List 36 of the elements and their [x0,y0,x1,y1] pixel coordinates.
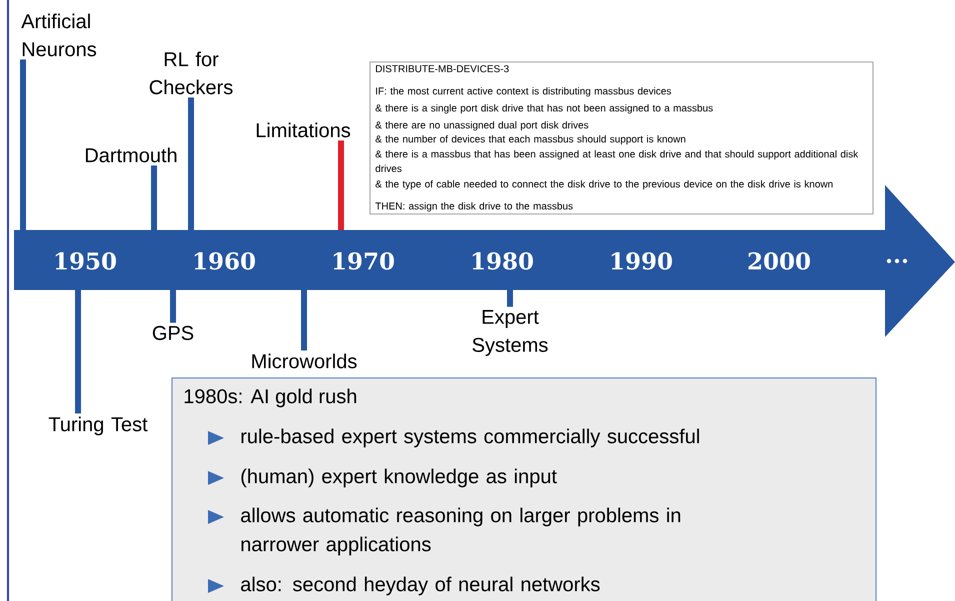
event-label: Microworlds [252,354,357,368]
event-label: GPS [152,326,194,340]
rule-line: & the number of devices that each massbus should support is known [376,135,686,144]
rule-line: & the type of cable needed to connect the disk drive to the previous device on the disk drive is known [376,180,832,190]
rule-line: & there is a single port disk drive that has not been assigned to a massbus [376,104,713,114]
timeline-tick [20,60,26,230]
year-label: 1970 [334,252,394,270]
timeline-tick [507,290,513,307]
timeline-tick [75,290,81,414]
year-label: ... [886,258,908,264]
timeline-tick [170,290,176,323]
year-label: 2000 [748,252,810,270]
event-label: Limitations [256,122,350,138]
timeline-tick [338,140,344,230]
rule-line: IF: the most current active context is distributing massbus devices [376,87,672,96]
box-heading: 1980s: AI gold rush [184,388,356,408]
event-label: Artificial Neurons [21,14,96,56]
rule-line: DISTRIBUTE-MB-DEVICES-3 [376,65,509,72]
event-label: Expert Systems [472,310,548,356]
rule-line: & there is a massbus that has been assigned at least one disk drive and that should support additional disk drives [376,150,858,172]
bullet-text: rule-based expert systems commercially successful [242,428,699,448]
rule-line: & there are no unassigned dual port disk drives [376,121,588,130]
bullet-text: (human) expert knowledge as input [241,468,557,488]
timeline-tick [151,166,157,230]
timeline-tick [188,98,194,230]
year-label: 1980 [472,252,533,270]
bullet-text: also: second heyday of neural networks [241,576,600,596]
event-label: Turing Test [48,416,148,436]
event-label: Dartmouth [86,148,176,162]
bullet-text: allows automatic reasoning on larger problems in narrower applications [241,508,680,556]
event-label: RL for Checkers [150,52,232,94]
rule-line: THEN: assign the disk drive to the massbus [375,202,573,212]
timeline-tick [301,290,307,350]
year-label: 1950 [56,252,116,270]
year-label: 1960 [194,252,255,270]
year-label: 1990 [612,252,672,270]
